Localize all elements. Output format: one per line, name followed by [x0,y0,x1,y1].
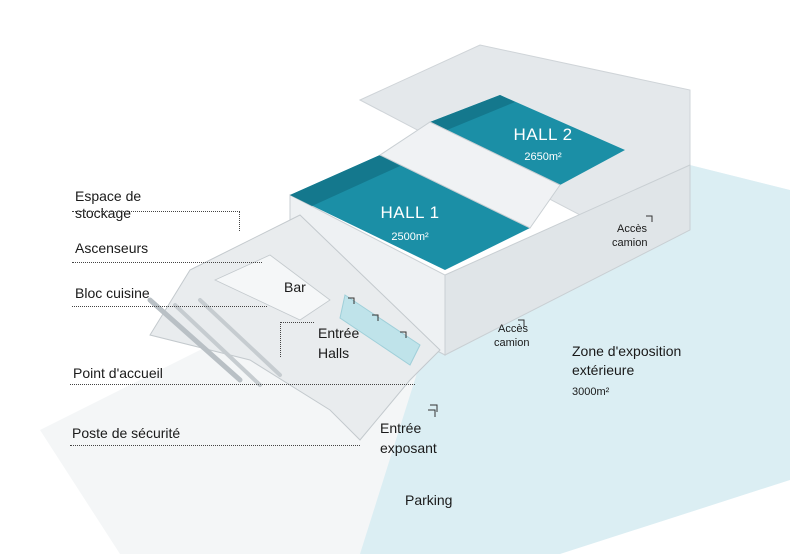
elevators-label: Ascenseurs [75,240,149,256]
hall-divider-wall [378,121,561,229]
reception-label: Point d'accueil [73,365,163,381]
hall-2-roof [430,95,625,185]
access-arrow-icon [400,331,407,338]
truck-access-1-line-1: Accès [617,223,647,235]
access-arrow-icon [646,215,653,222]
annex-roof-detail [214,254,331,321]
access-arrow-icon [430,404,438,412]
truck-access-1-line-2: camion [612,237,648,249]
entry-halls-label-line-2: Halls [318,345,350,361]
ramp-line [147,297,243,383]
access-arrow-icon [428,409,436,417]
hall-1-name: HALL 1 [380,203,440,222]
truck-access-2-line-1: Accès [498,323,528,335]
security-leader [70,445,360,446]
building-right-face [444,164,691,356]
exhibitor-entry-label-line-2: exposant [380,440,437,456]
outdoor-exhibition-zone [360,165,790,554]
kitchen-label: Bloc cuisine [75,285,150,301]
hall-2-name: HALL 2 [513,125,573,144]
entry-hall-glazing [339,294,421,366]
elevators-leader [72,262,262,263]
outdoor-zone-label-line-1: Zone d'exposition [572,343,682,359]
kitchen-leader [72,306,267,307]
ramp-line [198,298,282,377]
entry-halls-leader-side [280,322,281,357]
ramp-line [173,303,262,387]
bar-label: Bar [284,279,306,295]
entry-halls-label-line-1: Entrée [318,325,360,341]
hall-1-roof-shade [290,155,400,206]
storage-label-line-1: Espace de [75,188,142,204]
storage-leader-drop [239,211,240,231]
reception-leader [70,384,415,385]
outdoor-zone-label-line-2: extérieure [572,362,635,378]
entry-halls-leader-top [280,322,314,323]
hall-2-roof-shade [430,95,515,130]
access-arrow-icon [348,297,355,304]
outdoor-zone-area: 3000m² [572,386,610,398]
hall-1-area: 2500m² [391,231,429,243]
access-arrow-icon [372,314,379,321]
storage-leader [72,211,240,212]
exhibitor-entry-label-line-1: Entrée [380,420,422,436]
security-label: Poste de sécurité [72,425,181,441]
access-arrow-icon [518,319,525,326]
storage-label-line-2: stockage [75,205,132,221]
truck-access-2-line-2: camion [494,337,530,349]
hall-2-area: 2650m² [524,151,562,163]
parking-label: Parking [405,492,453,508]
annex-block [149,214,441,441]
